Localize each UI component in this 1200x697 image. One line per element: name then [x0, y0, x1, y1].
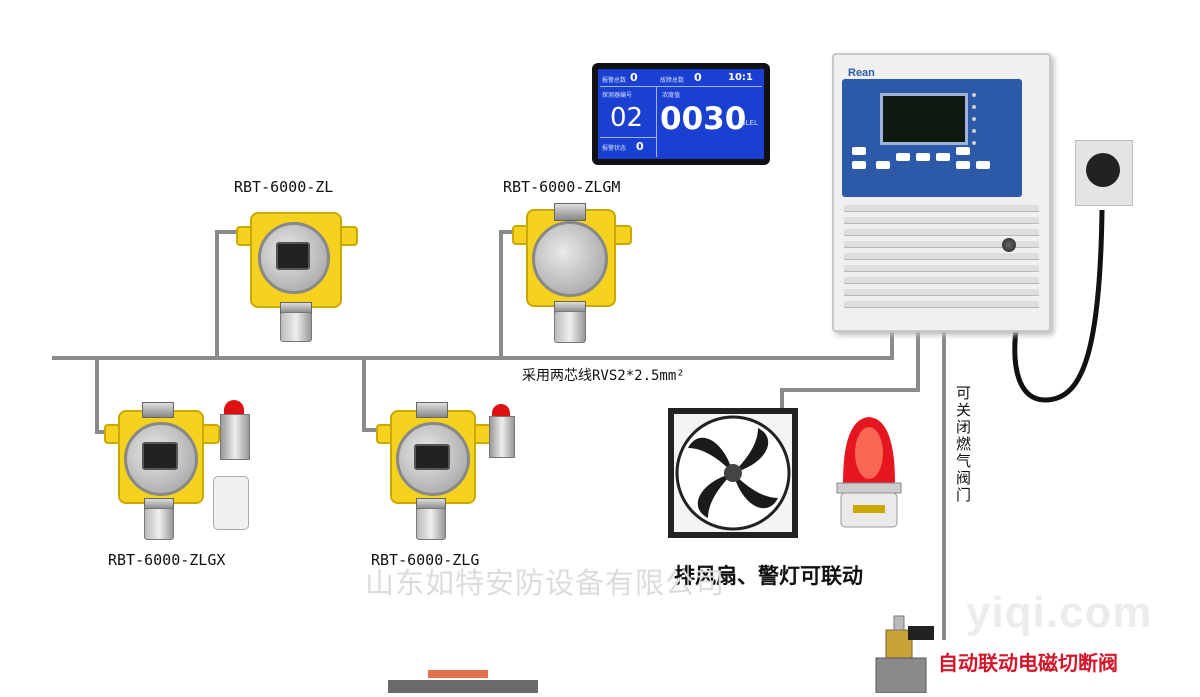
- vent-slot: [844, 265, 1039, 272]
- controller-lcd: [880, 93, 968, 145]
- controller-button[interactable]: [916, 153, 930, 161]
- controller-led: [972, 129, 976, 133]
- monitor-divider-bottom: [600, 137, 656, 138]
- label-zlgm: RBT-6000-ZLGM: [503, 178, 621, 196]
- vent-slot: [844, 277, 1039, 284]
- monitor-time: 10:1: [728, 72, 753, 83]
- vent-slot: [844, 301, 1039, 308]
- warning-light-icon: [833, 413, 905, 531]
- monitor-bottom-value: 0: [636, 140, 644, 153]
- monitor-count-value-2: 0: [694, 71, 702, 84]
- monitor-screen: 报警总数 0 故障总数 0 10:1 探测器编号 02 浓度值 0030 %LE…: [598, 69, 764, 159]
- label-zl: RBT-6000-ZL: [234, 178, 334, 196]
- controller-brand: Rean: [848, 67, 875, 79]
- exhaust-fan-icon: [668, 408, 798, 538]
- monitor-channel-label: 探测器编号: [602, 92, 633, 99]
- vent-slot: [844, 253, 1039, 260]
- detector-zl: [236, 206, 358, 346]
- detector-zlgm: [512, 203, 632, 345]
- monitor-reading-value: 0030: [660, 101, 747, 137]
- controller-led: [972, 141, 976, 145]
- label-zlgx: RBT-6000-ZLGX: [108, 551, 226, 569]
- site-watermark: yiqi.com: [966, 588, 1153, 637]
- controller-button[interactable]: [956, 147, 970, 155]
- monitor-channel-value: 02: [610, 103, 644, 133]
- controller-button[interactable]: [852, 161, 866, 169]
- monitor-reading-label: 浓度值: [662, 92, 681, 99]
- solenoid-valve-icon: [872, 612, 938, 694]
- controller-knob[interactable]: [1002, 238, 1016, 252]
- manual-valve-icon: [388, 668, 538, 693]
- monitor-display: 报警总数 0 故障总数 0 10:1 探测器编号 02 浓度值 0030 %LE…: [592, 63, 770, 165]
- controller-button[interactable]: [896, 153, 910, 161]
- vent-slot: [844, 289, 1039, 296]
- linkage-label: 排风扇、警灯可联动: [674, 564, 863, 588]
- alarm-controller: Rean: [832, 53, 1051, 332]
- sound-light-alarm: [218, 400, 250, 460]
- solenoid-label: 自动联动电磁切断阀: [938, 651, 1118, 675]
- detector-zlg: [376, 402, 492, 542]
- controller-button[interactable]: [876, 161, 890, 169]
- monitor-count-value-1: 0: [630, 71, 638, 84]
- controller-button[interactable]: [956, 161, 970, 169]
- vent-slot: [844, 205, 1039, 212]
- controller-panel: [842, 79, 1022, 197]
- controller-led: [972, 117, 976, 121]
- power-socket-icon: [1075, 140, 1133, 206]
- monitor-count-label-1: 报警总数: [602, 77, 627, 84]
- monitor-bottom-label: 报警状态: [602, 145, 627, 152]
- controller-led: [972, 93, 976, 97]
- monitor-count-label-2: 故障总数: [660, 77, 685, 84]
- monitor-reading-unit: %LEL: [739, 119, 758, 127]
- company-watermark: 山东如特安防设备有限公司: [365, 566, 726, 600]
- monitor-divider-top: [600, 86, 762, 87]
- controller-led: [972, 105, 976, 109]
- remote-control-icon: [213, 476, 249, 530]
- controller-button[interactable]: [976, 161, 990, 169]
- sound-light-alarm: [487, 404, 515, 458]
- detector-zlgx: [104, 402, 220, 542]
- vent-slot: [844, 229, 1039, 236]
- monitor-divider-vertical: [656, 86, 657, 157]
- vent-slot: [844, 217, 1039, 224]
- controller-button[interactable]: [852, 147, 866, 155]
- controller-button[interactable]: [936, 153, 950, 161]
- label-zlg: RBT-6000-ZLG: [371, 551, 480, 569]
- valve-close-label: 可关闭燃气阀门: [954, 385, 972, 504]
- vent-slot: [844, 241, 1039, 248]
- cable-spec-label: 采用两芯线RVS2*2.5mm²: [522, 368, 685, 384]
